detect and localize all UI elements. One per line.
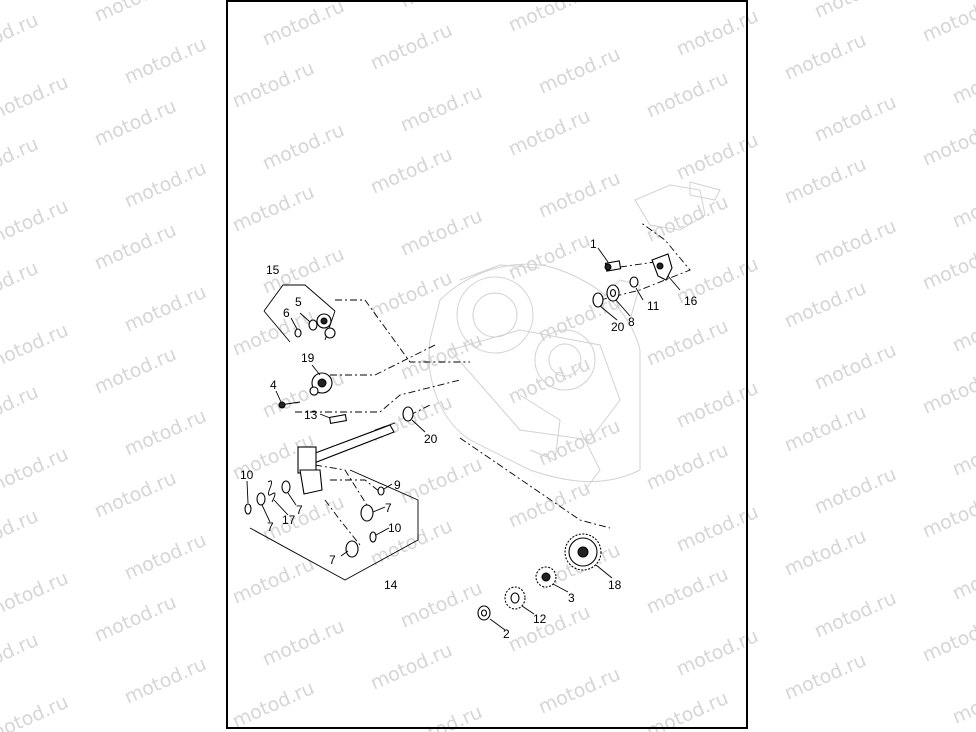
- part-13-pin: [328, 414, 348, 424]
- part-11-ring: [629, 276, 639, 288]
- callout-20a: 20: [611, 320, 625, 334]
- callout-7a: 7: [267, 520, 274, 534]
- callout-17: 17: [282, 513, 296, 527]
- callout-14: 14: [384, 578, 398, 592]
- part-12-gear: [504, 586, 526, 610]
- part-10-clip-b: [369, 531, 377, 543]
- part-3-gear: [535, 566, 557, 588]
- callout-10b: 10: [388, 521, 402, 535]
- callout-13: 13: [304, 408, 318, 422]
- callout-11: 11: [647, 299, 660, 313]
- callout-4: 4: [270, 378, 277, 392]
- callout-16: 16: [684, 294, 698, 308]
- callout-5: 5: [295, 295, 302, 309]
- part-10-clip-a: [244, 503, 252, 515]
- leader-lines: [246, 247, 681, 631]
- callout-1: 1: [590, 237, 597, 251]
- callout-7b: 7: [296, 503, 303, 517]
- part-18-gear: [564, 533, 602, 571]
- callout-3: 3: [568, 591, 575, 605]
- callout-19: 19: [301, 351, 315, 365]
- part-5-gear: [316, 313, 336, 339]
- part-17-spring: [267, 480, 276, 503]
- diagram-frame: [226, 0, 748, 729]
- engine-outline: [428, 181, 721, 491]
- part-8-washer: [606, 284, 620, 302]
- callout-20b: 20: [424, 432, 438, 446]
- part-4-bolt: [278, 401, 301, 409]
- part-6b-washer: [294, 328, 302, 338]
- part-9-ring: [377, 486, 385, 496]
- callout-9: 9: [394, 478, 401, 492]
- callout-2: 2: [503, 627, 510, 641]
- callout-12: 12: [533, 612, 547, 626]
- part-2-nut: [477, 605, 491, 621]
- callout-10a: 10: [240, 468, 254, 482]
- part-20-bushing-lower: [402, 406, 414, 422]
- part-19-plate: [309, 372, 333, 396]
- assembly-lines: [295, 221, 691, 546]
- callout-7c: 7: [385, 501, 392, 515]
- callout-7d: 7: [329, 553, 336, 567]
- callout-labels: 1 2 3 4 5 6 7 7 7 7 8 9 10 10 11 12 13 1…: [240, 237, 698, 641]
- part-7-ring-a: [256, 492, 266, 506]
- callout-15: 15: [266, 263, 280, 277]
- callout-18: 18: [608, 578, 622, 592]
- part-20-bushing-upper: [592, 292, 604, 308]
- part-14-shaft: [297, 422, 396, 495]
- callout-8: 8: [628, 315, 635, 329]
- part-7-ring-d: [345, 540, 359, 558]
- callout-6: 6: [283, 306, 290, 320]
- part-16-lever: [651, 253, 673, 281]
- part-7-ring-c: [360, 504, 374, 522]
- part-7-ring-b: [281, 480, 291, 494]
- part-6-nut: [308, 319, 318, 331]
- group-bracket-14: [249, 469, 419, 581]
- part-1-bolt: [604, 260, 622, 272]
